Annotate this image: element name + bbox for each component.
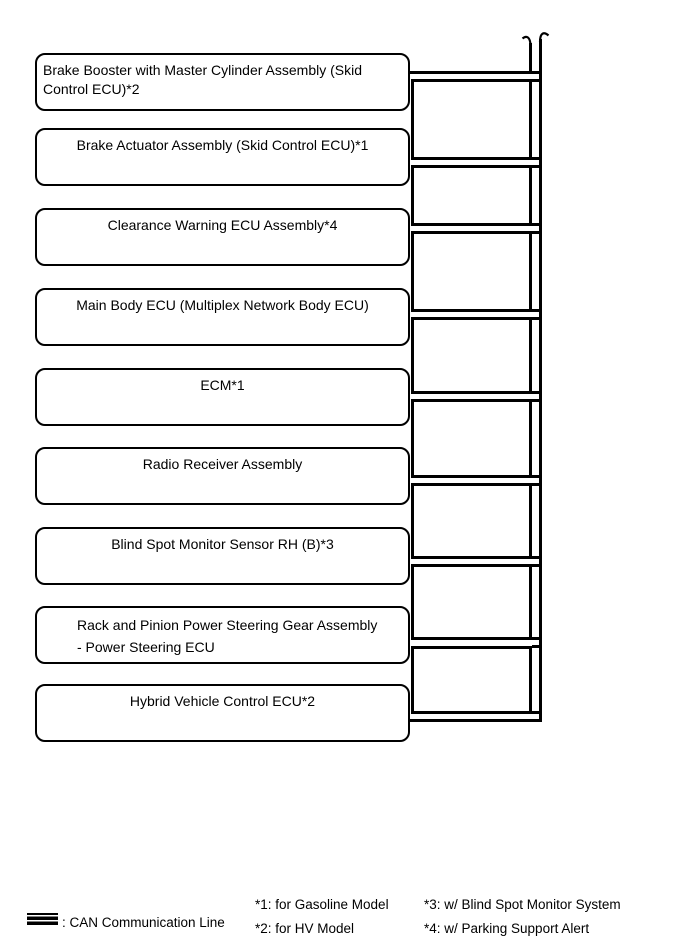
can-branch-junction (532, 70, 542, 82)
can-branch-junction (532, 390, 542, 402)
can-junction-block (411, 316, 532, 394)
can-junction-block (411, 78, 532, 160)
footnote-2: *2: for HV Model (255, 921, 355, 936)
can-junction-block (411, 398, 532, 478)
module-label: Radio Receiver Assembly (142, 456, 303, 472)
can-line-legend-icon (27, 913, 58, 925)
footnote-3: *3: w/ Blind Spot Monitor System (424, 897, 621, 912)
module-box-main-body-ecu: Main Body ECU (Multiplex Network Body EC… (35, 288, 410, 346)
can-branch-junction (532, 636, 542, 648)
module-sublabel: - Power Steering ECU (77, 639, 215, 655)
module-box-radio-receiver: Radio Receiver Assembly (35, 447, 410, 505)
module-box-power-steering: Rack and Pinion Power Steering Gear Asse… (35, 606, 410, 664)
can-branch-junction (532, 710, 542, 722)
bus-continuation-mark-icon (521, 32, 550, 46)
module-label: Main Body ECU (Multiplex Network Body EC… (76, 297, 369, 313)
can-branch-junction (532, 555, 542, 567)
can-branch-bottom-line (410, 718, 542, 722)
can-junction-block (411, 645, 532, 714)
can-bus-left-line-top (529, 43, 532, 71)
module-box-brake-actuator: Brake Actuator Assembly (Skid Control EC… (35, 128, 410, 186)
can-branch-junction (532, 222, 542, 234)
can-junction-block (411, 482, 532, 559)
can-branch-junction (532, 156, 542, 168)
module-label: Hybrid Vehicle Control ECU*2 (129, 693, 316, 709)
module-label: ECM*1 (200, 377, 245, 393)
module-box-brake-booster: Brake Booster with Master Cylinder Assem… (35, 53, 410, 111)
can-branch-top-line (410, 70, 532, 74)
module-label: Brake Booster with Master Cylinder Assem… (43, 62, 362, 97)
module-label: Clearance Warning ECU Assembly*4 (107, 217, 338, 233)
module-box-blind-spot-monitor: Blind Spot Monitor Sensor RH (B)*3 (35, 527, 410, 585)
can-bus-right-line (538, 39, 542, 722)
can-line-legend-label: : CAN Communication Line (62, 915, 225, 930)
module-box-clearance-warning-ecu: Clearance Warning ECU Assembly*4 (35, 208, 410, 266)
can-junction-block (411, 563, 532, 640)
can-branch-junction (532, 308, 542, 320)
footnote-4: *4: w/ Parking Support Alert (424, 921, 590, 936)
module-label: Brake Actuator Assembly (Skid Control EC… (76, 137, 369, 153)
footnote-1: *1: for Gasoline Model (255, 897, 389, 912)
can-junction-block (411, 230, 532, 312)
module-label: Rack and Pinion Power Steering Gear Asse… (77, 617, 378, 633)
module-label: Blind Spot Monitor Sensor RH (B)*3 (111, 536, 334, 552)
module-box-ecm: ECM*1 (35, 368, 410, 426)
can-branch-junction (532, 474, 542, 486)
can-junction-block (411, 164, 532, 226)
module-box-hybrid-vehicle-control-ecu: Hybrid Vehicle Control ECU*2 (35, 684, 410, 742)
